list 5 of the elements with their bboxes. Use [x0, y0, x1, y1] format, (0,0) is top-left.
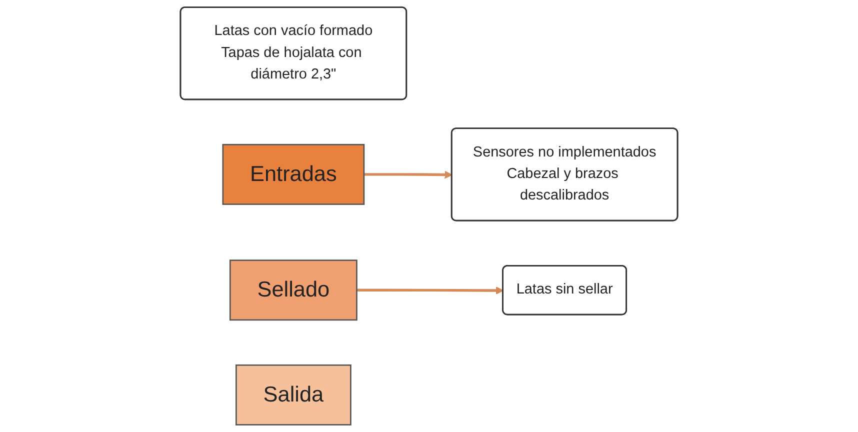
arrow	[356, 286, 504, 294]
arrow	[364, 170, 452, 179]
node-box: Entradas	[222, 144, 365, 205]
node-box: Salida	[236, 364, 352, 426]
node-box: Sellado	[229, 260, 358, 321]
